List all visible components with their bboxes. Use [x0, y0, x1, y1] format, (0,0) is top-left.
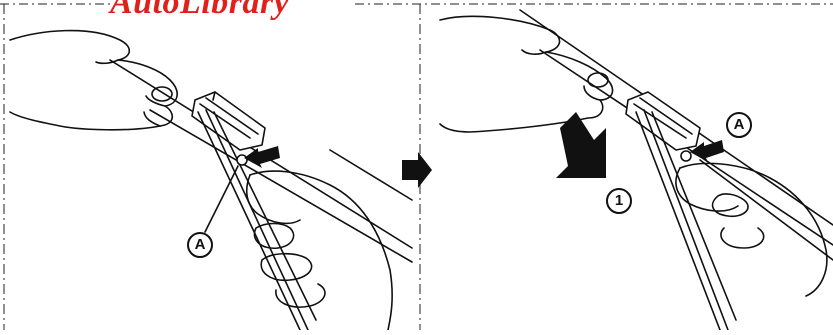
panel-step-1 — [10, 31, 412, 330]
callout-a-leader — [205, 166, 238, 232]
panel-step-2 — [440, 10, 833, 330]
tab-a — [237, 155, 247, 165]
left-hand — [10, 31, 177, 130]
callout-a-panel2: A — [726, 112, 752, 138]
right-arrow-icon — [402, 152, 432, 188]
tab-a-2 — [681, 151, 691, 161]
callout-a-panel1: A — [187, 232, 213, 258]
watermark-logo: AutoLibrary — [110, 0, 289, 20]
lower-hand — [680, 163, 827, 296]
upper-hand — [440, 16, 613, 132]
callout-1-direction: 1 — [606, 188, 632, 214]
push-arrow-icon — [244, 146, 280, 168]
